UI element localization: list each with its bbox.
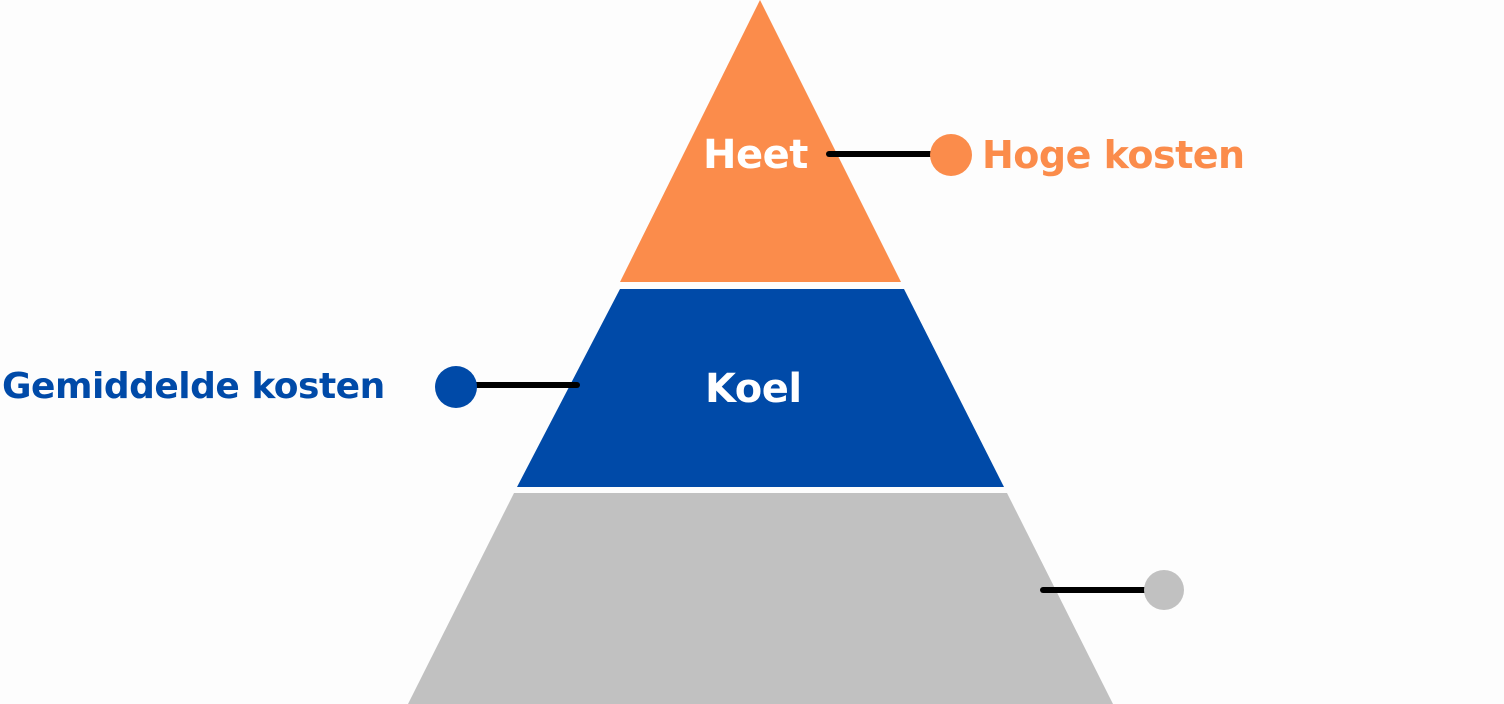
tier-label-heet: Heet <box>703 132 808 178</box>
marker-dot-heet <box>930 134 972 176</box>
tier-heet <box>620 0 901 282</box>
annotation-hoge-kosten: Hoge kosten <box>982 133 1245 177</box>
tier-koel <box>517 289 1004 487</box>
marker-dot-bottom <box>1144 570 1184 610</box>
marker-dot-koel <box>435 366 477 408</box>
tier-label-koel: Koel <box>705 366 802 412</box>
annotation-gemiddelde-kosten: Gemiddelde kosten <box>2 366 385 407</box>
tier-bottom <box>408 493 1113 704</box>
